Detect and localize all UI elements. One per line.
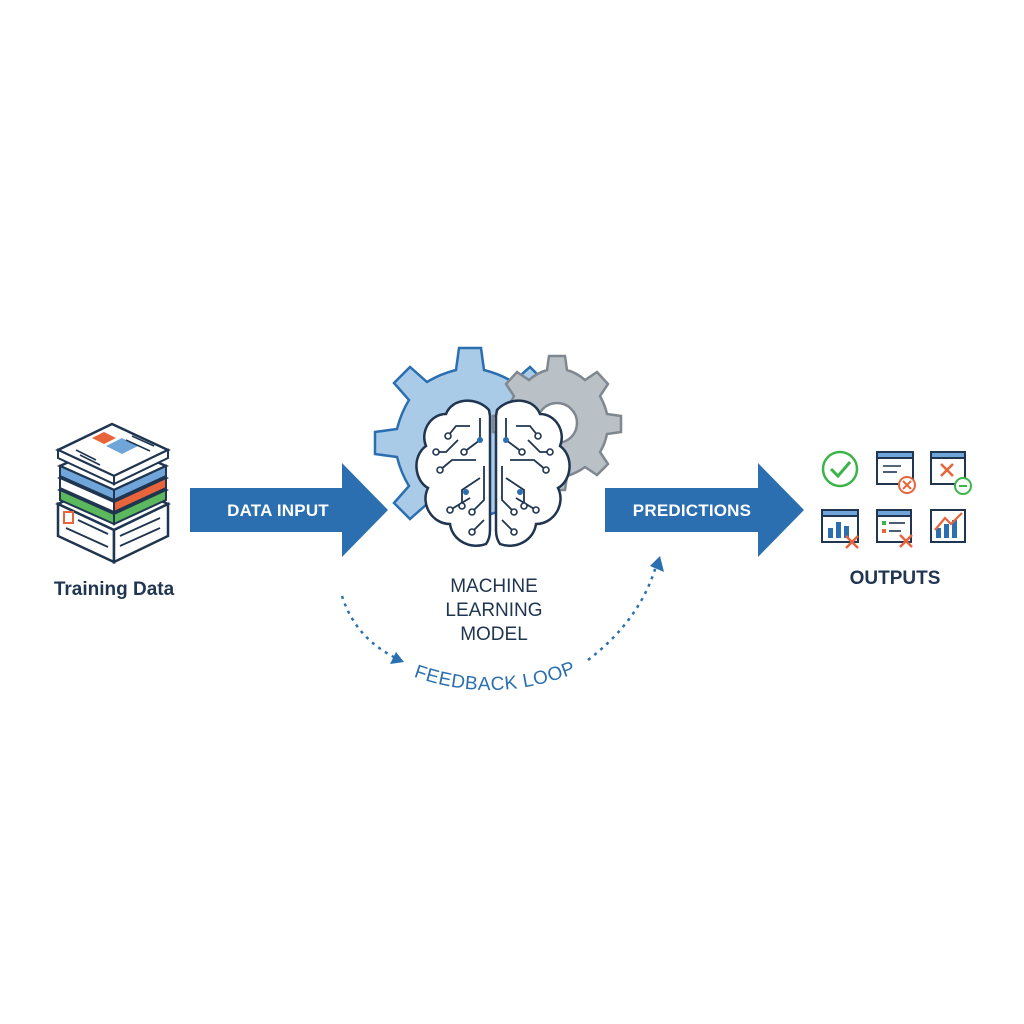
check-icon: [821, 450, 859, 488]
feedback-arrowhead-right: [650, 556, 664, 572]
list-error-icon: [876, 509, 913, 548]
training-data-icon: [55, 422, 171, 564]
document-layer-top: [55, 422, 171, 486]
window-x-minus-icon: [930, 451, 972, 495]
training-data-label: Training Data: [54, 579, 175, 600]
predictions-arrow: PREDICTIONS: [605, 463, 804, 557]
trend-chart-icon: [930, 509, 966, 543]
machine-learning-model-icon: [373, 346, 623, 547]
predictions-label: PREDICTIONS: [633, 501, 751, 520]
model-label-line2: LEARNING: [445, 600, 542, 621]
outputs-label: OUTPUTS: [850, 568, 941, 589]
model-label-line1: MACHINE: [450, 576, 538, 597]
feedback-arrowhead-left: [390, 652, 404, 664]
window-error-icon: [876, 451, 916, 494]
brain-icon: [415, 399, 571, 547]
data-input-label: DATA INPUT: [227, 501, 329, 520]
feedback-curve-left: [340, 595, 401, 662]
data-input-arrow: DATA INPUT: [190, 463, 388, 557]
bar-chart-error-icon: [821, 509, 859, 549]
model-label-line3: MODEL: [460, 624, 528, 645]
outputs-grid: [821, 450, 972, 549]
feedback-loop-label: FEEDBACK LOOP: [412, 658, 579, 696]
feedback-curve-right: [587, 565, 658, 661]
